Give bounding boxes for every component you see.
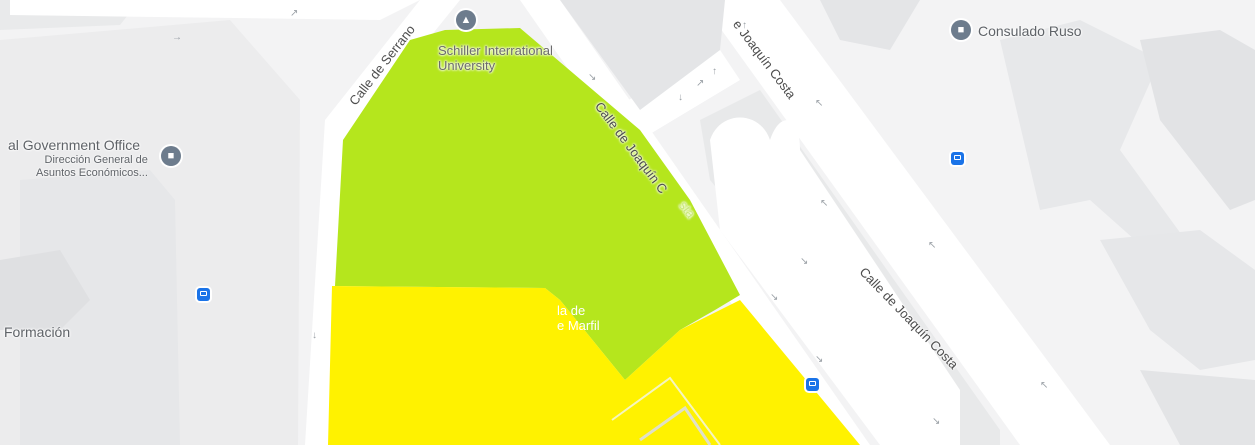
direction-arrow-icon: ↖ xyxy=(820,198,829,209)
building-left-inner xyxy=(20,170,180,445)
direction-arrow-icon: ↖ xyxy=(1040,380,1049,391)
yellow-plot-outline xyxy=(611,376,721,445)
bus-stop-icon[interactable] xyxy=(806,378,819,391)
building-right-4 xyxy=(1100,230,1255,370)
direction-arrow-icon: ↗ xyxy=(290,8,299,19)
road-connector xyxy=(610,50,740,140)
green-area xyxy=(335,28,740,380)
yellow-plot-outline-2 xyxy=(639,405,712,445)
direction-arrow-icon: ↘ xyxy=(800,256,809,267)
direction-arrow-icon: ↘ xyxy=(815,354,824,365)
road-top xyxy=(10,0,420,20)
building-right-2 xyxy=(1000,20,1200,280)
yellow-area xyxy=(328,286,860,445)
university-line1: Schiller Interr xyxy=(438,43,515,58)
university-line2: University xyxy=(438,58,496,73)
median-white xyxy=(710,117,960,445)
formacion-label[interactable]: Formación xyxy=(4,324,71,340)
direction-arrow-icon: → xyxy=(172,32,182,43)
gov-office-sub1: Dirección General de xyxy=(44,154,148,166)
consulate-label[interactable]: Consulado Ruso xyxy=(978,23,1082,39)
direction-arrow-icon: ↘ xyxy=(932,416,941,427)
gov-office-sub2: Asuntos Económicos... xyxy=(36,167,148,179)
direction-arrow-icon: ↘ xyxy=(588,72,597,83)
bus-stop-icon[interactable] xyxy=(951,152,964,165)
gov-office-sub: Dirección General de Asuntos Económicos.… xyxy=(36,154,148,180)
direction-arrow-icon: ↑ xyxy=(742,20,747,31)
overlay-line1: la de xyxy=(557,303,586,318)
area-overlay-label: la de e Marfil xyxy=(557,303,600,333)
direction-arrow-icon: ↗ xyxy=(696,78,705,89)
road-joaquin-costa-outer xyxy=(700,0,1110,445)
university-line1-tail: ational xyxy=(514,43,553,58)
building-left-shape xyxy=(0,250,90,330)
direction-arrow-icon: ↓ xyxy=(678,92,683,103)
direction-arrow-icon: ↖ xyxy=(928,240,937,251)
direction-arrow-icon: ↘ xyxy=(770,292,779,303)
graduation-cap-icon[interactable]: ▲ xyxy=(456,10,476,30)
direction-arrow-icon: ↓ xyxy=(312,330,317,341)
government-building-icon[interactable]: ■ xyxy=(161,146,181,166)
overlay-line2: e Marfil xyxy=(557,318,600,333)
building-median-top xyxy=(560,0,725,110)
direction-arrow-icon: ↑ xyxy=(712,66,717,77)
gov-office-title[interactable]: al Government Office xyxy=(8,137,141,153)
building-right-1 xyxy=(820,0,920,50)
university-label[interactable]: Schiller Interrational University xyxy=(438,43,553,73)
direction-arrow-icon: ↖ xyxy=(815,98,824,109)
embassy-icon[interactable]: ■ xyxy=(951,20,971,40)
building-right-3 xyxy=(1140,30,1255,210)
building-right-5 xyxy=(1140,370,1255,445)
bus-stop-icon[interactable] xyxy=(197,288,210,301)
